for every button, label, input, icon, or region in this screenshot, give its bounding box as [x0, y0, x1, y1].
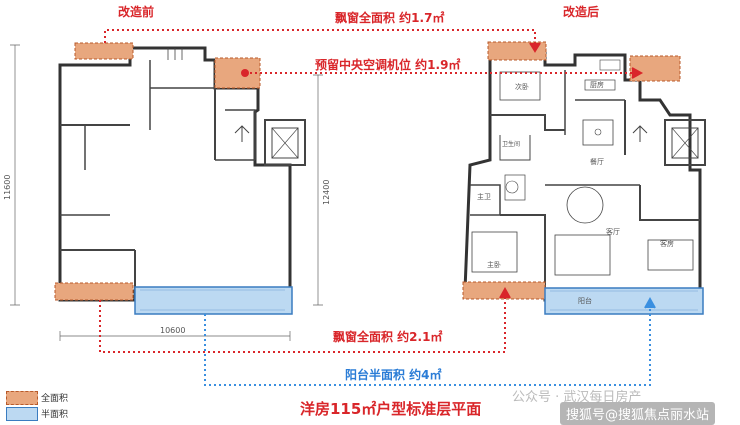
room-master-bath: 主卫 — [477, 193, 491, 201]
room-bath: 卫生间 — [502, 141, 521, 148]
dim-bottom: 10600 — [160, 326, 186, 335]
label-ac: 预留中央空调机位 约1.9㎡ — [315, 58, 461, 72]
legend-full-label: 全面积 — [41, 394, 69, 404]
watermark-source: 公众号 · 武汉每日房产 — [512, 390, 642, 405]
room-kitchen: 厨房 — [590, 81, 604, 89]
ac-unit-before — [214, 57, 261, 89]
label-before: 改造前 — [118, 5, 155, 19]
bay-window-top-before — [74, 42, 134, 60]
room-second-bed-top: 次卧 — [515, 83, 529, 91]
connectors — [99, 29, 656, 386]
balcony-before — [134, 286, 293, 315]
watermark-sohu: 搜狐号@搜狐焦点丽水站 — [560, 402, 716, 425]
dimension-lines — [10, 44, 323, 341]
balcony-after — [544, 287, 704, 315]
ac-unit-after — [629, 55, 681, 82]
bay-window-bottom-before — [54, 282, 134, 301]
room-balcony: 阳台 — [578, 297, 592, 305]
label-after: 改造后 — [563, 5, 600, 19]
plan-before — [58, 46, 306, 302]
label-bay-top: 飘窗全面积 约1.7㎡ — [335, 11, 445, 25]
dim-mid: 12400 — [322, 179, 331, 205]
legend-full-swatch — [6, 391, 38, 405]
plan-after — [463, 48, 706, 302]
room-master-bed: 主卧 — [487, 261, 501, 269]
legend-half-swatch — [6, 407, 38, 421]
dim-left: 11600 — [3, 174, 12, 200]
room-guest: 客房 — [660, 240, 674, 248]
room-dining: 餐厅 — [590, 158, 604, 166]
label-balcony: 阳台半面积 约4㎡ — [345, 368, 442, 382]
room-living: 客厅 — [606, 228, 620, 236]
main-title: 洋房115㎡户型标准层平面 — [300, 400, 482, 418]
label-bay-bottom: 飘窗全面积 约2.1㎡ — [333, 330, 443, 344]
legend-half-label: 半面积 — [41, 410, 69, 420]
